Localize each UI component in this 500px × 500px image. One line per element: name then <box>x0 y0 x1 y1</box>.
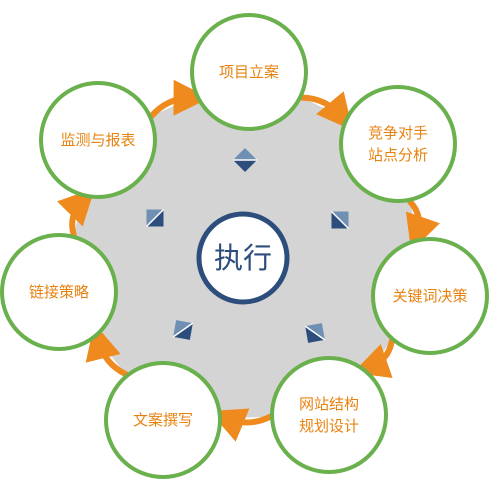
node-label: 链接策略 <box>29 283 89 301</box>
center-hub: 执行 <box>196 211 290 305</box>
node-copywriting: 文案撰写 <box>104 361 222 479</box>
center-circle <box>196 211 290 305</box>
node-project-initiation: 项目立案 <box>190 13 308 131</box>
diamond-bottom-half <box>233 160 257 172</box>
cycle-arrows <box>56 79 440 442</box>
node-label: 网站结构 <box>299 395 359 413</box>
diamond-divider <box>145 208 165 228</box>
node-circle <box>104 361 222 479</box>
direction-diamond <box>330 210 350 230</box>
cycle-arrow <box>299 91 353 131</box>
cycle-arrow <box>209 408 274 442</box>
cycle-arrow <box>405 198 440 252</box>
direction-diamond <box>172 320 194 340</box>
node-label: 规划设计 <box>299 417 359 435</box>
node-circle <box>270 356 388 474</box>
node-circle <box>339 85 457 203</box>
diamond-top-half <box>233 148 257 160</box>
node-monitoring-reporting: 监测与报表 <box>39 81 157 199</box>
cycle-arrow <box>148 79 210 119</box>
node-label: 竞争对手 <box>368 124 428 142</box>
diamond-divider <box>330 210 350 230</box>
node-circle <box>190 13 308 131</box>
node-label: 项目立案 <box>219 63 279 81</box>
diamond-divider <box>172 322 194 338</box>
node-circle <box>0 233 118 351</box>
direction-diamond <box>304 323 326 343</box>
node-circle <box>371 237 489 355</box>
diamond-divider <box>304 325 326 341</box>
center-label: 执行 <box>214 241 272 275</box>
cycle-arrow <box>85 323 129 378</box>
cycle-arrow <box>352 337 395 379</box>
node-label: 监测与报表 <box>60 131 135 149</box>
node-keyword-decision: 关键词决策 <box>371 237 489 355</box>
direction-diamond <box>233 148 257 172</box>
node-label: 站点分析 <box>368 146 428 164</box>
node-link-strategy: 链接策略 <box>0 233 118 351</box>
node-label: 关键词决策 <box>392 287 467 305</box>
node-circle <box>39 81 157 199</box>
direction-diamond <box>145 208 165 228</box>
direction-markers <box>145 148 350 343</box>
node-label: 文案撰写 <box>133 411 193 429</box>
cycle-arrow <box>56 188 95 238</box>
